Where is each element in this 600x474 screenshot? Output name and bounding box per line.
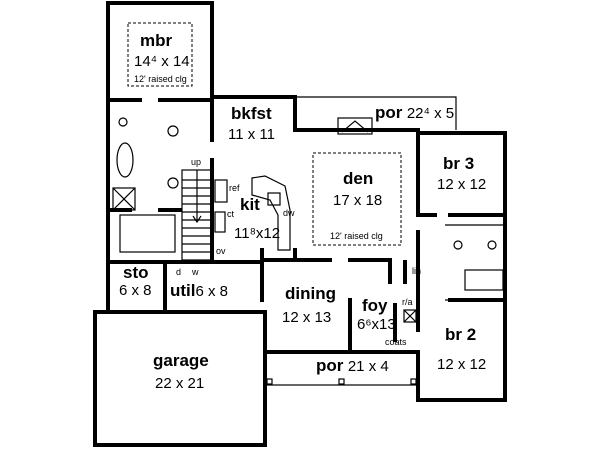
room-name-dining: dining [285, 284, 336, 303]
room-dim-mbr: 14⁴ x 14 [134, 53, 190, 70]
room-dim-garage: 22 x 21 [155, 375, 205, 392]
washer-label: w [192, 267, 199, 277]
room-name-mbr: mbr [140, 31, 173, 50]
room-name-den: den [343, 169, 374, 188]
room-dim-por-rear: 22⁴ x 5 [406, 105, 455, 122]
room-name-garage: garage [153, 351, 209, 370]
interior-walls [106, 98, 507, 342]
ref-label: ref [229, 183, 240, 193]
sink-icon [267, 192, 281, 206]
room-note-mbr: 12' raised clg [134, 74, 187, 84]
hall-bath [403, 224, 505, 323]
room-dim-bkfst: 11 x 11 [228, 126, 275, 143]
shower-icon [112, 187, 136, 211]
room-name-por-rear: por [375, 103, 403, 122]
sink-icon [167, 177, 179, 189]
ct-label: ct [227, 209, 235, 219]
sink-icon [453, 240, 463, 250]
room-dim-foy: 6⁶x13 [357, 316, 396, 333]
room-name-br3: br 3 [443, 154, 475, 173]
room-note-den: 12' raised clg [330, 231, 383, 241]
room-dim-br2: 12 x 12 [437, 356, 487, 373]
room-dim-dining: 12 x 13 [282, 309, 332, 326]
room-name-util: util [170, 281, 196, 300]
room-name-sto: sto [123, 263, 149, 282]
tub-icon [464, 269, 504, 291]
stairs [181, 169, 213, 261]
rear-porch-label: por 22⁴ x 5 [375, 103, 455, 123]
fireplace-icon [337, 117, 373, 135]
cooktop-icon [214, 211, 226, 233]
tub-icon [116, 142, 134, 178]
util-label: util6 x 8 [170, 281, 229, 301]
rear-porch [295, 96, 457, 135]
front-porch-label: por 21 x 4 [316, 356, 389, 376]
dryer-label: d [176, 267, 182, 277]
room-name-foy: foy [362, 296, 388, 315]
room-name-kit: kit [240, 195, 260, 214]
refrigerator-icon [214, 179, 228, 203]
room-dim-kit: 11⁸x12 [234, 225, 281, 242]
return-air-icon [403, 309, 417, 323]
room-name-br2: br 2 [445, 325, 477, 344]
coats-label: coats [385, 337, 407, 347]
room-dim-den: 17 x 18 [333, 192, 383, 209]
toilet-icon [118, 117, 128, 127]
room-dim-br3: 12 x 12 [437, 176, 487, 193]
mbr-raised-ceiling [127, 22, 193, 87]
kitchen-counter [214, 175, 291, 251]
dw-label: dw [283, 208, 295, 218]
sink-icon [167, 125, 179, 137]
master-bath [112, 117, 179, 253]
stairs-up-label: up [191, 157, 202, 167]
lin-label: lin [412, 266, 422, 276]
ov-label: ov [216, 246, 226, 256]
front-porch [264, 351, 419, 386]
toilet-icon [487, 240, 497, 250]
room-dim-sto: 6 x 8 [119, 282, 152, 299]
room-dim-util: 6 x 8 [195, 283, 229, 300]
ra-label: r/a [402, 297, 413, 307]
room-name-bkfst: bkfst [231, 104, 272, 123]
room-name-por-front: por [316, 356, 344, 375]
room-dim-por-front: 21 x 4 [347, 358, 389, 375]
